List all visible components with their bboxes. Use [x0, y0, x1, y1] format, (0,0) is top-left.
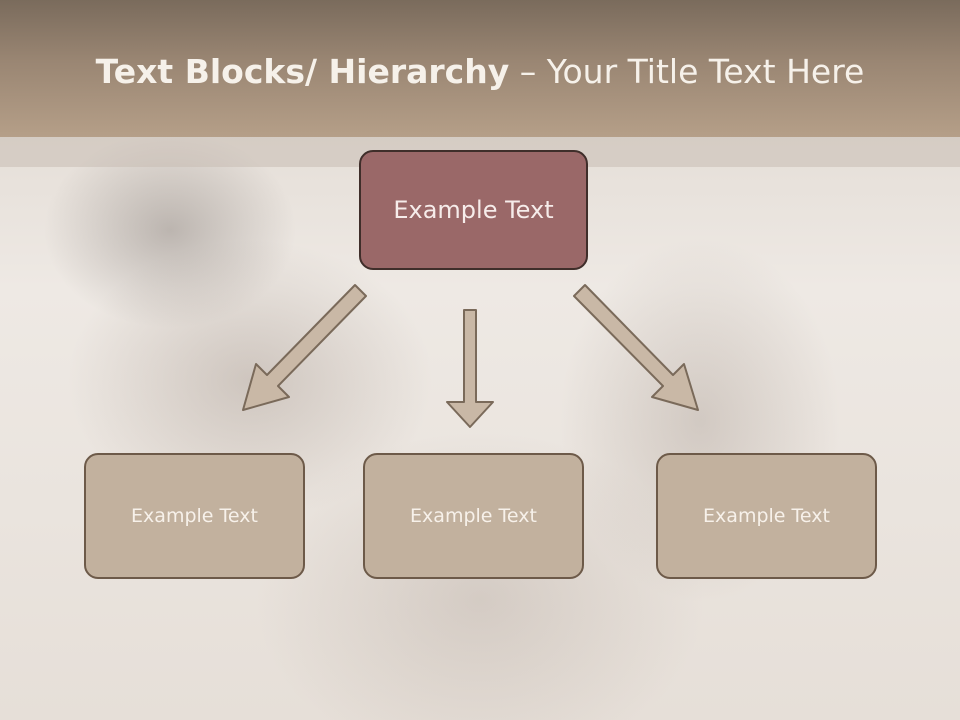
child-box-left: Example Text [84, 453, 305, 579]
root-box: Example Text [359, 150, 588, 270]
arrow-left [242, 284, 367, 411]
child-box-center: Example Text [363, 453, 584, 579]
slide-title: Text Blocks/ Hierarchy – Your Title Text… [0, 52, 960, 91]
title-bold: Text Blocks/ Hierarchy [95, 52, 510, 91]
root-label: Example Text [393, 196, 554, 224]
child-label-center: Example Text [410, 505, 537, 527]
child-box-right: Example Text [656, 453, 877, 579]
arrow-right [573, 284, 699, 411]
title-regular: – Your Title Text Here [509, 52, 865, 91]
title-bar [0, 0, 960, 137]
child-label-left: Example Text [131, 505, 258, 527]
child-label-right: Example Text [703, 505, 830, 527]
arrow-center [446, 309, 494, 428]
